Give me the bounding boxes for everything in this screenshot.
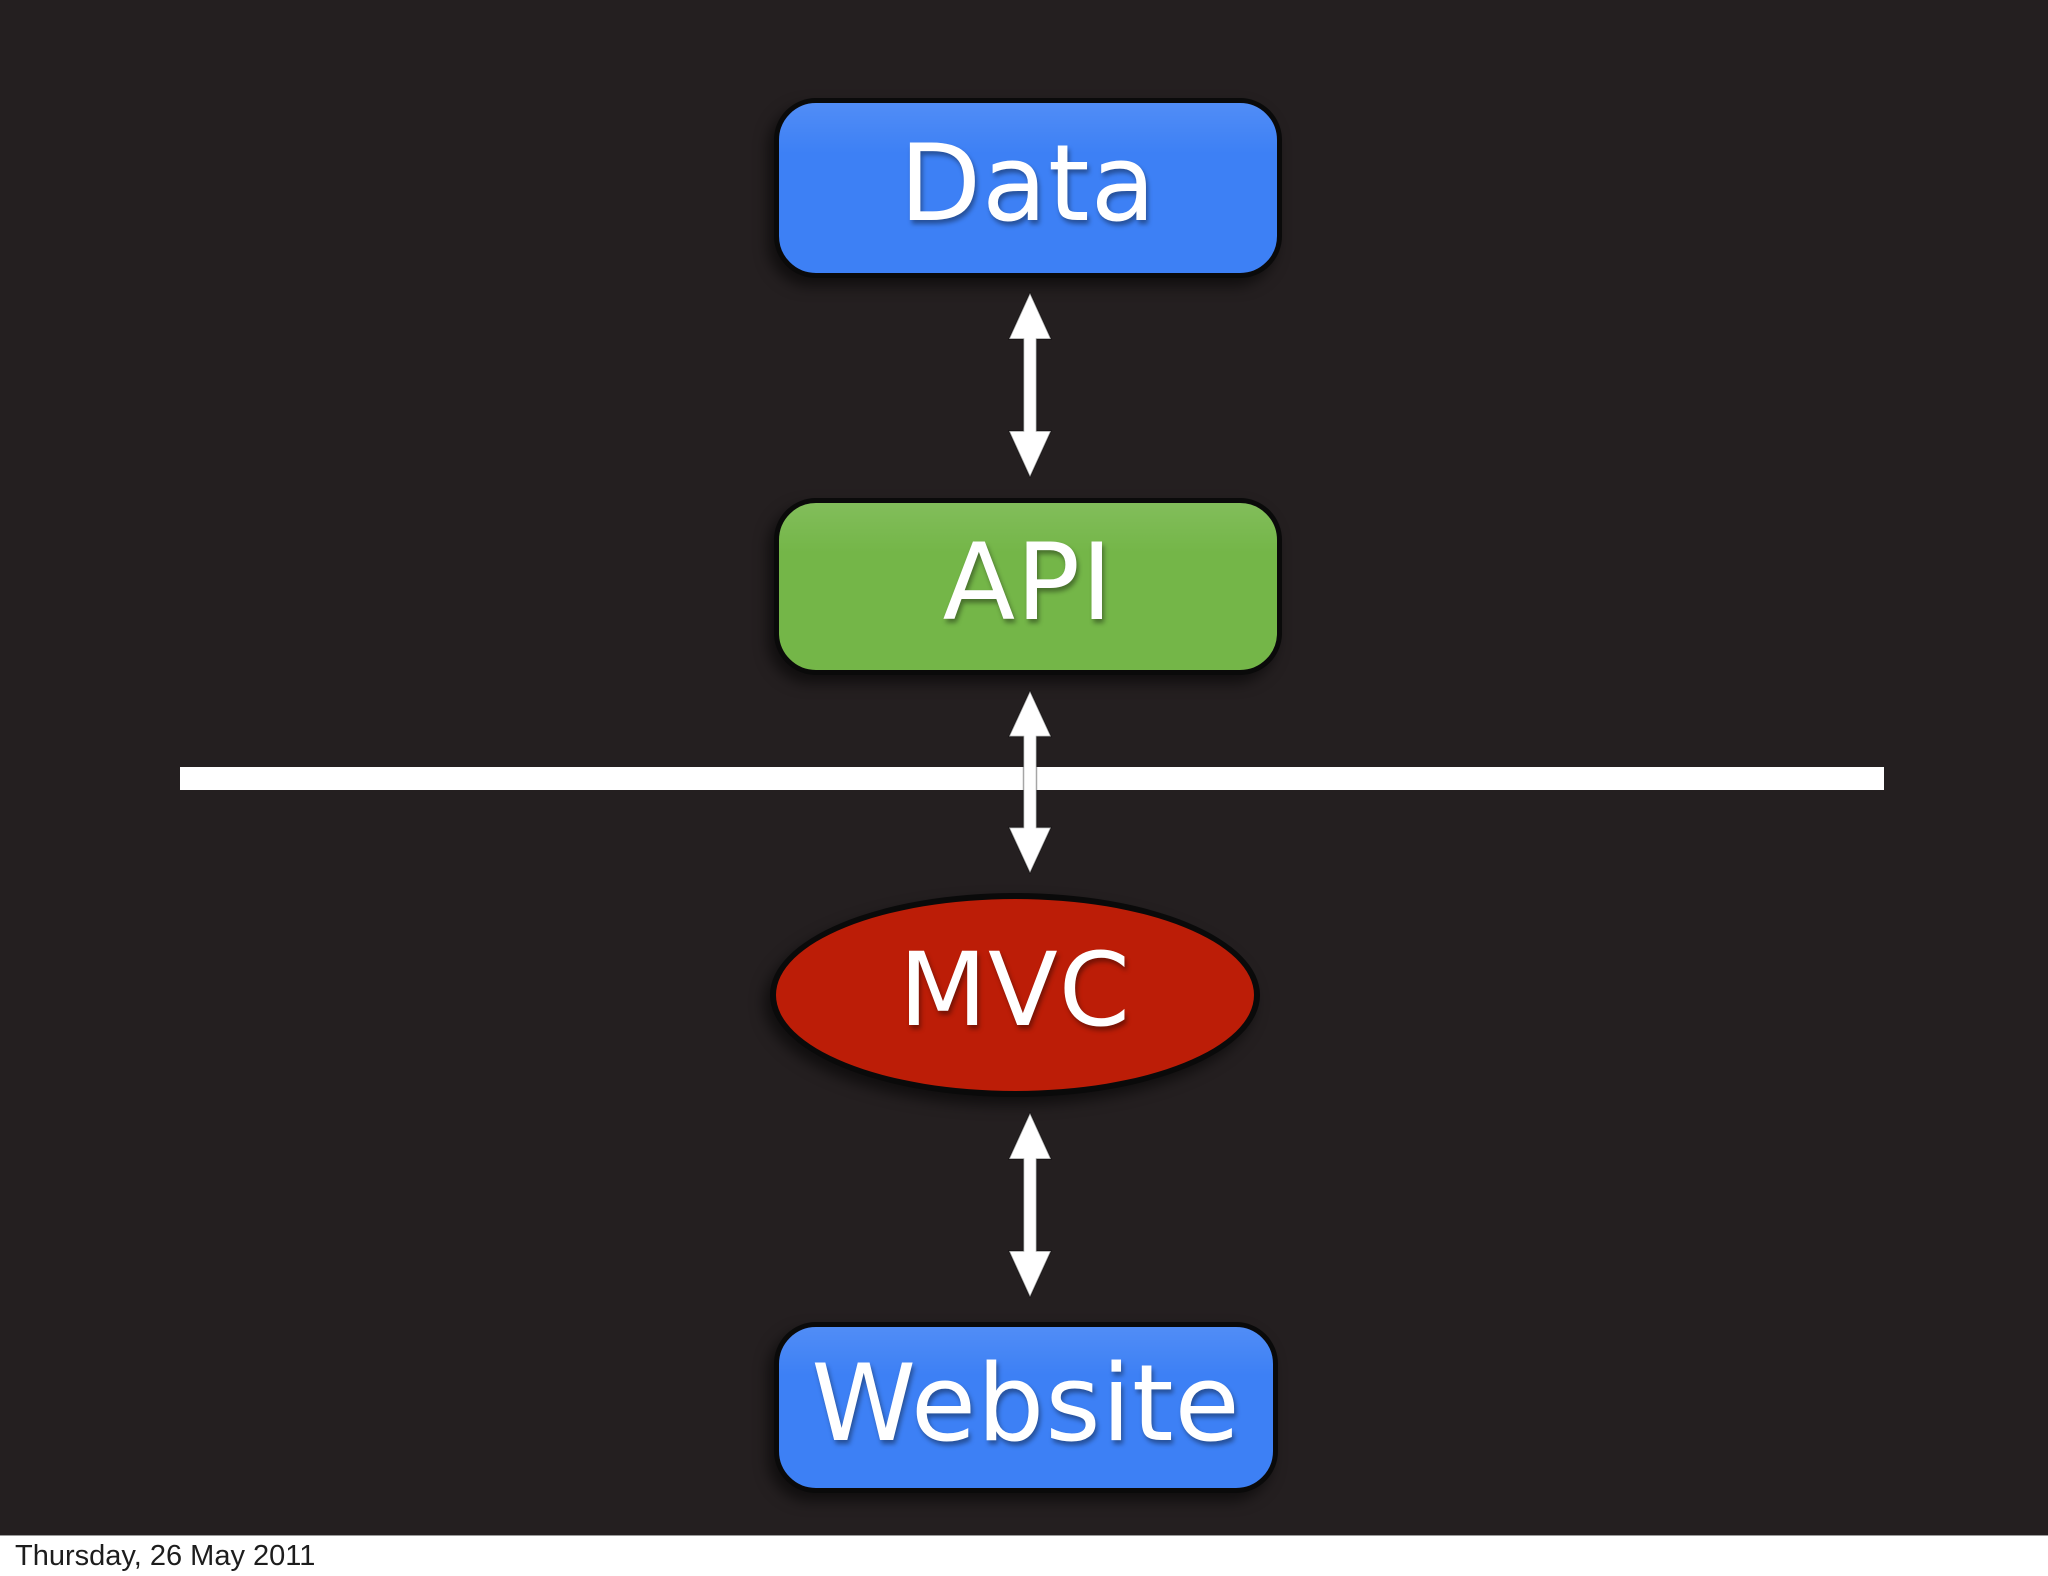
website-node-label: Website	[811, 1341, 1241, 1465]
mvc-node-label: MVC	[898, 931, 1131, 1050]
double-arrow-api-mvc-icon	[1007, 690, 1053, 874]
footer-date: Thursday, 26 May 2011	[15, 1539, 316, 1572]
mvc-node: MVC	[770, 893, 1260, 1097]
double-arrow-mvc-website-icon	[1007, 1112, 1053, 1298]
website-node: Website	[774, 1322, 1278, 1493]
double-arrow-data-api-icon	[1007, 292, 1053, 478]
api-node-label: API	[942, 520, 1114, 644]
data-node: Data	[774, 98, 1282, 278]
data-node-label: Data	[899, 122, 1157, 245]
api-node: API	[774, 498, 1282, 675]
slide-canvas: Data API MVC Website	[0, 0, 2048, 1535]
footer-strip: Thursday, 26 May 2011	[0, 1535, 2048, 1576]
